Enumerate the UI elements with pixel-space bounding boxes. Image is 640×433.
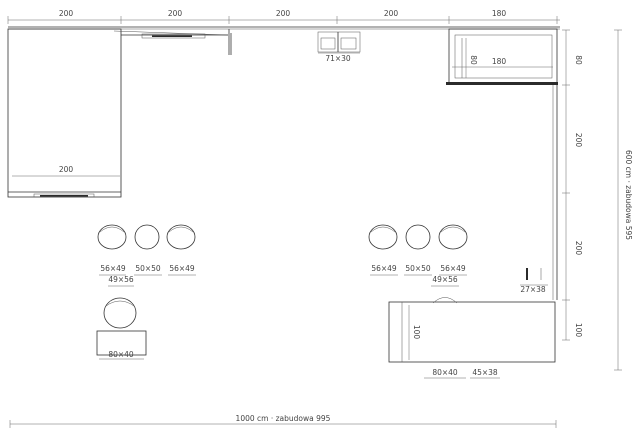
dim-right-1: 80 (574, 55, 583, 65)
dim-left-counter: 200 (59, 165, 74, 174)
left-tall-unit: 200 (7, 28, 229, 198)
dim-top-1: 200 (59, 9, 74, 18)
dim-right-3: 200 (574, 241, 583, 256)
dim-shelf-width: 180 (492, 57, 507, 66)
dim-island-right: 45×38 (472, 368, 498, 377)
walls (8, 26, 560, 300)
seating-group-right: 56×49 50×50 56×49 49×56 (368, 224, 468, 287)
dim-right-chair-d: 49×56 (432, 275, 458, 284)
chair-left-1 (97, 224, 127, 250)
side-unit: 27×38 (520, 268, 548, 294)
dim-shelf-height: 80 (469, 55, 478, 65)
dim-right-chair-b: 50×50 (405, 264, 431, 273)
dim-total-width: 1000 cm · zabudowa 995 (236, 414, 331, 423)
dim-side-unit: 27×38 (520, 285, 546, 294)
left-table: 80×40 (96, 297, 147, 360)
dim-left-chair-b: 50×50 (135, 264, 161, 273)
total-width-dimension: 1000 cm · zabudowa 995 (9, 414, 557, 428)
dim-top-5: 180 (492, 9, 507, 18)
dim-island-depth: 100 (412, 325, 421, 340)
total-height-dimension: 600 cm · zabudowa 595 (614, 29, 633, 371)
dim-right-chair-c: 56×49 (440, 264, 466, 273)
chair-left-2 (134, 224, 160, 250)
dim-left-chair-c: 56×49 (169, 264, 195, 273)
dim-top-3: 200 (276, 9, 291, 18)
right-dimension-chain: 80 200 200 100 (562, 29, 583, 341)
dim-right-chair-a: 56×49 (371, 264, 397, 273)
dim-island-width: 80×40 (432, 368, 458, 377)
dim-sink: 71×30 (325, 54, 351, 63)
dim-right-2: 200 (574, 133, 583, 148)
chair-right-3 (438, 224, 468, 250)
top-right-shelf: 80 180 (446, 28, 558, 85)
dim-top-2: 200 (168, 9, 183, 18)
dim-left-table: 80×40 (108, 350, 134, 359)
top-dimension-chain: 200 200 200 200 180 (7, 9, 560, 24)
dim-total-height: 600 cm · zabudowa 595 (624, 150, 633, 240)
chair-left-3 (166, 224, 196, 250)
dim-left-chair-d: 49×56 (108, 275, 134, 284)
sink-unit: 71×30 (317, 31, 361, 63)
dim-left-chair-a: 56×49 (100, 264, 126, 273)
seating-group-left: 56×49 50×50 56×49 49×56 (97, 224, 196, 287)
chair-right-1 (368, 224, 398, 250)
chair-right-2 (405, 224, 431, 250)
island-counter: 100 80×40 45×38 (388, 297, 556, 379)
dim-top-4: 200 (384, 9, 399, 18)
dim-right-4: 100 (574, 323, 583, 338)
